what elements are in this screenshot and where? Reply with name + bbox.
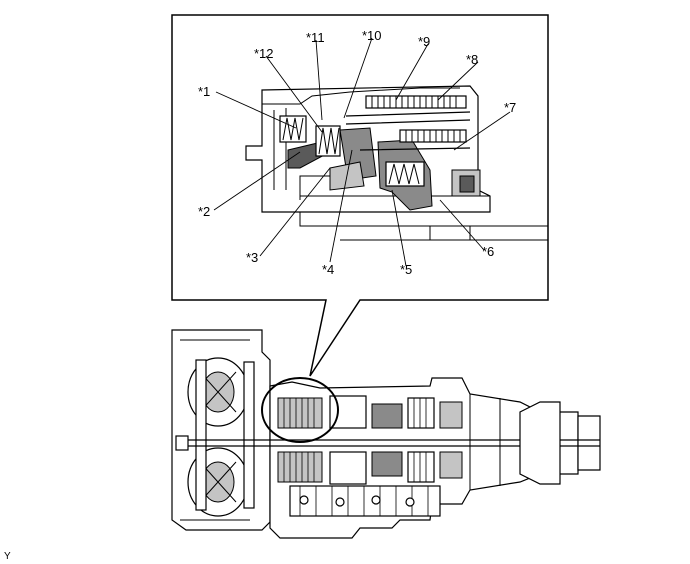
return-spring-left xyxy=(279,115,307,143)
torque-converter xyxy=(187,357,255,517)
callout-2: *2 xyxy=(198,204,210,219)
callout-10: *10 xyxy=(362,28,382,43)
callout-12: *12 xyxy=(254,46,274,61)
callout-6: *6 xyxy=(482,244,494,259)
callout-labels: *1 *2 *3 *4 *5 *6 *7 *8 *9 *10 *11 *12 xyxy=(198,28,516,277)
detail-highlight-circle xyxy=(261,377,339,443)
return-spring-right xyxy=(385,161,425,187)
callout-7: *7 xyxy=(504,100,516,115)
callout-11: *11 xyxy=(306,30,325,45)
return-spring-center xyxy=(315,125,341,157)
leader-lines xyxy=(213,37,511,267)
extension-housing xyxy=(577,415,601,471)
detail-frame xyxy=(171,14,549,377)
detail-inset xyxy=(171,14,549,377)
callout-3: *3 xyxy=(246,250,258,265)
corner-mark: Y xyxy=(4,551,11,562)
callout-9: *9 xyxy=(418,34,430,49)
callout-4: *4 xyxy=(322,262,334,277)
gearsets xyxy=(277,395,463,485)
transmission-cross-section xyxy=(171,329,601,539)
callout-5: *5 xyxy=(400,262,412,277)
clutch-pack-upper xyxy=(365,95,467,109)
callout-1: *1 xyxy=(198,84,210,99)
clutch-pack-lower xyxy=(399,129,467,143)
callout-8: *8 xyxy=(466,52,478,67)
valve-body xyxy=(289,485,441,517)
